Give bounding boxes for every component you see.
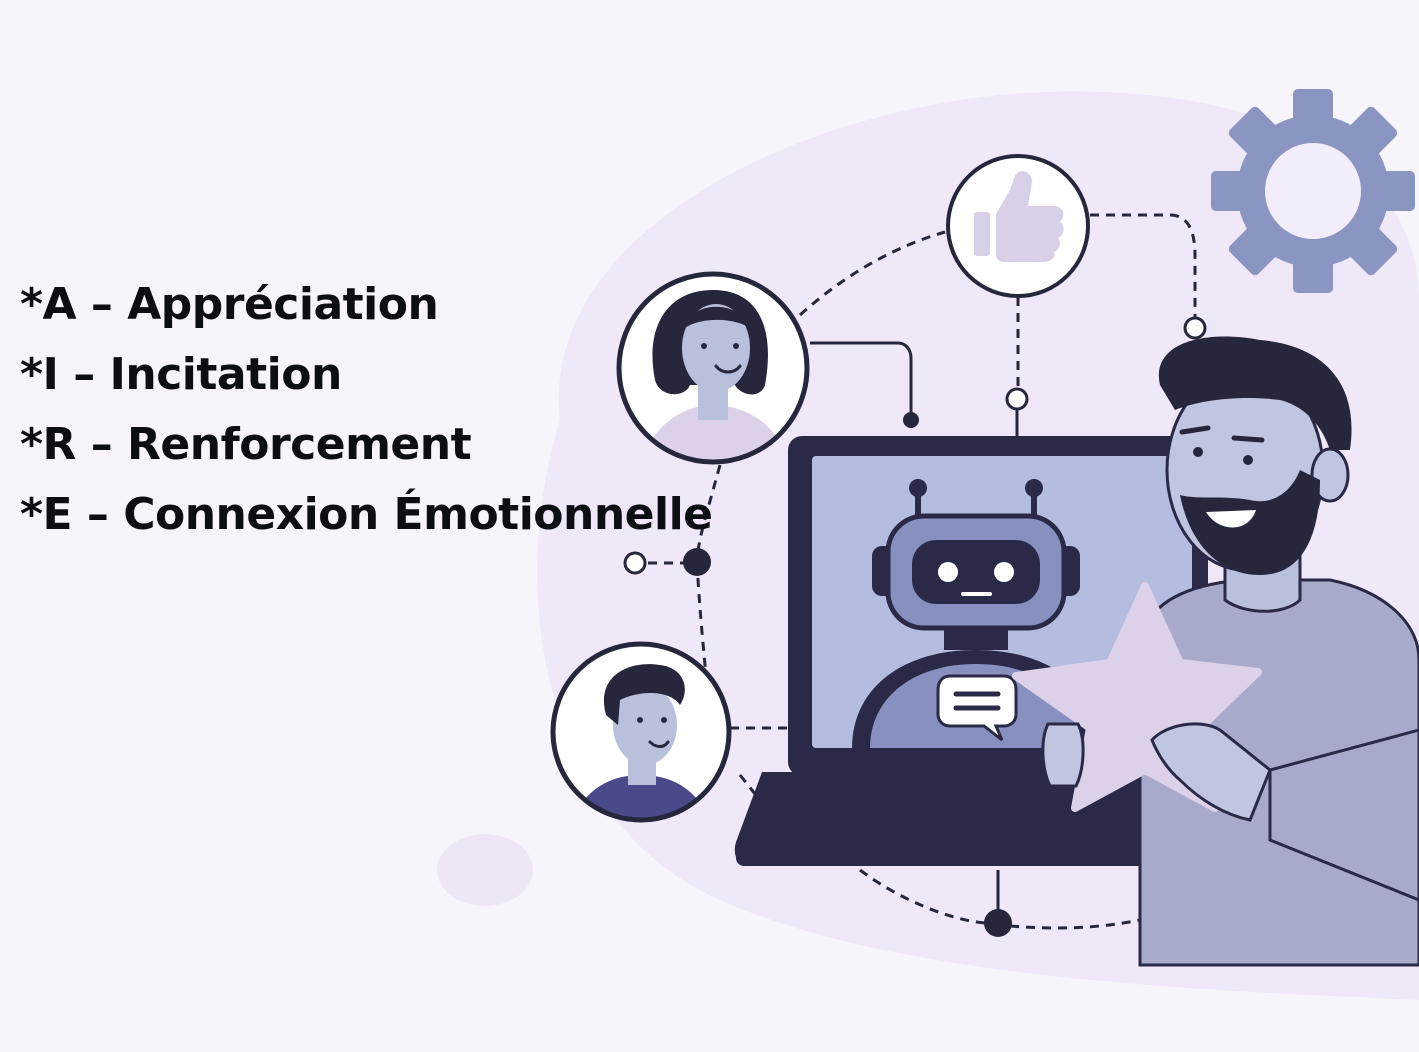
woman-avatar [616, 271, 810, 465]
acronym-item-connexion-emotionnelle: *E – Connexion Émotionnelle [20, 489, 713, 540]
dashed-connectors [648, 213, 1197, 930]
thumbs-up-icon [974, 171, 1064, 262]
hands [1041, 722, 1272, 822]
thumbs-up-badge [946, 154, 1090, 298]
acronym-item-renforcement: *R – Renforcement [20, 419, 472, 470]
man-avatar [550, 641, 732, 823]
gear-icon [1211, 89, 1415, 293]
acronym-list: *A – Appréciation *I – Incitation *R – R… [20, 270, 713, 550]
acronym-item-appreciation: *A – Appréciation [20, 279, 439, 330]
acronym-item-incitation: *I – Incitation [20, 349, 342, 400]
connector-nodes [623, 316, 1207, 937]
background-blob-small [437, 834, 533, 906]
chat-bubble-icon [936, 674, 1018, 742]
solid-connectors [810, 341, 1019, 912]
